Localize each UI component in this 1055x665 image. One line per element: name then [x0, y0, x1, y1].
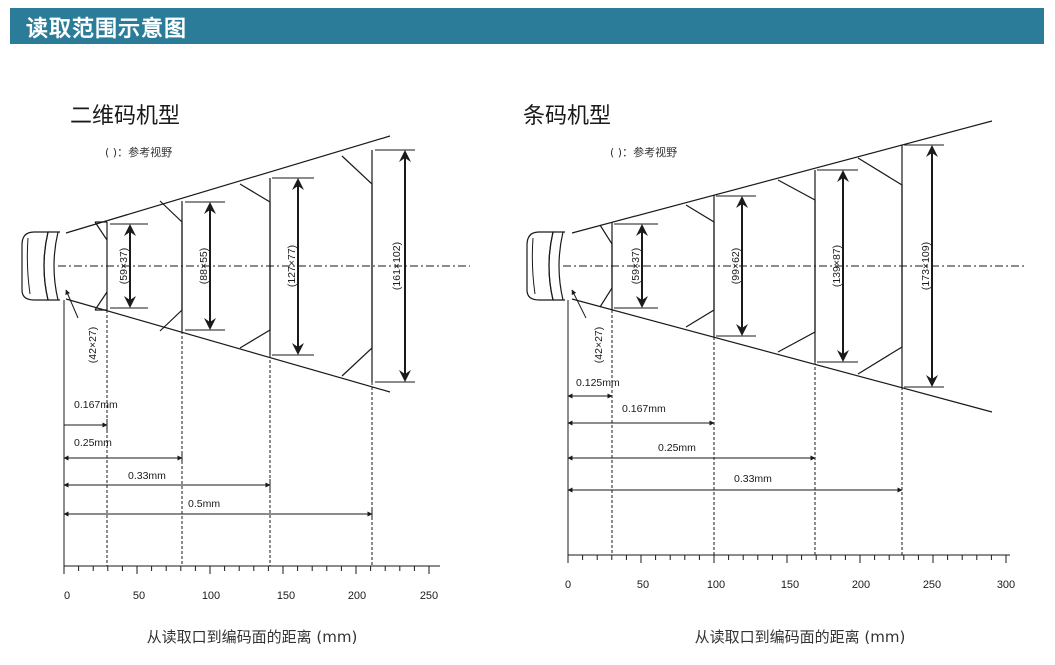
axis-tick-label: 200	[348, 590, 366, 602]
field-label: (173×109)	[920, 242, 932, 290]
field-label: (99×62)	[730, 248, 742, 284]
axis-tick-label: 250	[923, 579, 941, 591]
field-size-arrows	[110, 149, 415, 383]
resolution-label: 0.167mm	[622, 403, 666, 415]
reference-note: ( )：参考视野	[610, 145, 677, 159]
distance-axis: 0 50 100 150 200 250 300	[565, 554, 1015, 591]
reading-areas	[94, 150, 373, 382]
axis-tick-label: 50	[637, 579, 649, 591]
axis-tick-label: 50	[133, 590, 145, 602]
fov-lower-boundary	[65, 298, 391, 393]
resolution-label: 0.125mm	[576, 377, 620, 389]
resolution-label: 0.167mm	[74, 399, 118, 411]
resolution-label: 0.25mm	[74, 437, 112, 449]
panel-barcode: 条码机型 ( )：参考视野	[523, 104, 1025, 646]
field-label: (127×77)	[286, 245, 298, 287]
field-label: (59×37)	[630, 248, 642, 284]
min-field-label: (42×27)	[593, 327, 605, 363]
panel-title: 条码机型	[523, 104, 611, 129]
axis-tick-label: 0	[565, 579, 571, 591]
min-field-pointer	[571, 289, 587, 319]
distance-axis: 0 50 100 150 200 250	[63, 565, 440, 602]
axis-tick-label: 300	[997, 579, 1015, 591]
axis-tick-label: 150	[277, 590, 295, 602]
resolution-ranges: 0.167mm 0.25mm 0.33mm 0.5mm	[63, 399, 373, 520]
field-size-arrows	[614, 144, 944, 388]
axis-tick-label: 100	[707, 579, 725, 591]
scanner-head	[526, 231, 565, 301]
axis-tick-label: 200	[852, 579, 870, 591]
axis-tick-label: 250	[420, 590, 438, 602]
panel-2d-code: 二维码机型 ( )：参考视野	[21, 104, 470, 646]
fov-upper-boundary	[65, 135, 391, 234]
min-field-label: (42×27)	[87, 327, 99, 363]
reference-note: ( )：参考视野	[105, 145, 172, 159]
field-label: (139×87)	[831, 245, 843, 287]
distance-guides	[63, 300, 373, 566]
resolution-label: 0.25mm	[658, 442, 696, 454]
axis-caption: 从读取口到编码面的距离 (mm)	[147, 628, 358, 646]
panel-title: 二维码机型	[70, 104, 180, 129]
reading-areas	[599, 145, 903, 387]
resolution-label: 0.5mm	[188, 498, 220, 510]
min-field-pointer	[65, 289, 79, 319]
resolution-label: 0.33mm	[128, 470, 166, 482]
page-title: 读取范围示意图	[26, 17, 188, 42]
axis-tick-label: 0	[64, 590, 70, 602]
fov-lower-boundary	[571, 298, 993, 413]
field-label: (88×55)	[198, 248, 210, 284]
axis-tick-label: 100	[202, 590, 220, 602]
field-label: (59×37)	[118, 248, 130, 284]
field-label: (161×102)	[391, 242, 403, 290]
axis-tick-label: 150	[781, 579, 799, 591]
distance-guides	[567, 300, 903, 555]
axis-caption: 从读取口到编码面的距离 (mm)	[695, 628, 906, 646]
header-bar: 读取范围示意图	[10, 8, 1044, 44]
resolution-ranges: 0.125mm 0.167mm 0.25mm 0.33mm	[567, 377, 903, 493]
scanner-head	[21, 231, 60, 301]
resolution-label: 0.33mm	[734, 473, 772, 485]
fov-upper-boundary	[571, 120, 993, 234]
